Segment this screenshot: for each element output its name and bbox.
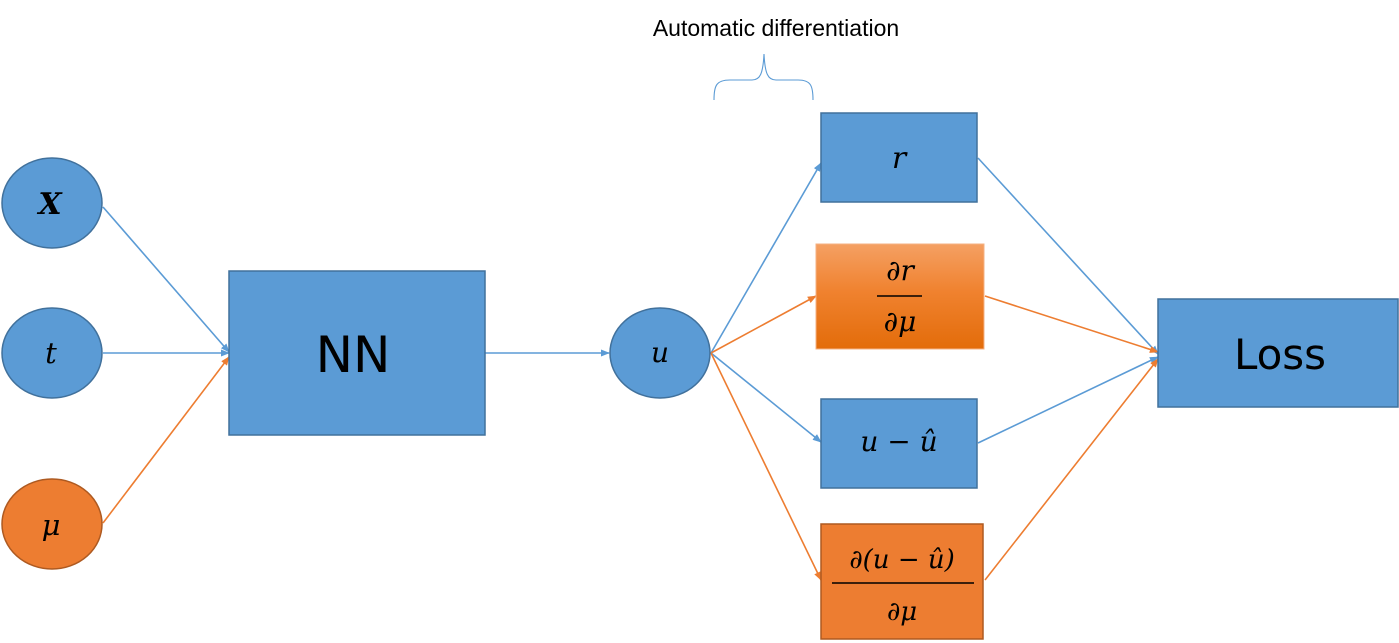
autodiff-brace [713, 53, 814, 101]
svg-text:t: t [45, 336, 57, 370]
svg-text:NN: NN [316, 326, 391, 384]
svg-text:X: X [36, 187, 63, 222]
edge-mu-to-nn [102, 356, 230, 524]
derr-dmu-box: ∂(u − û) ∂μ [820, 523, 984, 640]
edge-r-to-loss [977, 157, 1159, 355]
svg-text:∂(u − û): ∂(u − û) [849, 545, 955, 575]
data-error-box: u − û [820, 398, 978, 489]
svg-text:Loss: Loss [1234, 330, 1326, 379]
input-node-x: X [1, 157, 103, 249]
edge-x-to-nn [102, 206, 230, 353]
edge-dr-dmu-to-loss [984, 295, 1159, 353]
output-node-u: u [609, 307, 711, 399]
svg-text:∂μ: ∂μ [887, 597, 917, 627]
svg-text:u: u [651, 336, 669, 369]
dr-dmu-box: ∂r ∂μ [815, 243, 985, 350]
svg-text:r: r [892, 141, 908, 176]
edge-u-to-r [710, 162, 822, 354]
input-node-t: t [1, 307, 103, 399]
edge-u-to-data-error [710, 352, 822, 443]
edge-derr-dmu-to-loss [984, 358, 1159, 581]
svg-text:∂r: ∂r [886, 254, 915, 287]
edge-data-error-to-loss [977, 356, 1159, 444]
nn-box: NN [228, 270, 486, 436]
svg-text:∂μ: ∂μ [884, 305, 917, 338]
edge-u-to-derr-dmu [710, 352, 822, 581]
svg-text:μ: μ [42, 508, 61, 542]
autodiff-caption: Automatic differentiation [653, 15, 899, 41]
loss-box: Loss [1157, 298, 1399, 408]
residual-box: r [820, 112, 978, 203]
svg-text:u − û: u − û [860, 425, 937, 458]
input-node-mu: μ [1, 478, 103, 570]
edge-u-to-dr-dmu [710, 295, 817, 354]
